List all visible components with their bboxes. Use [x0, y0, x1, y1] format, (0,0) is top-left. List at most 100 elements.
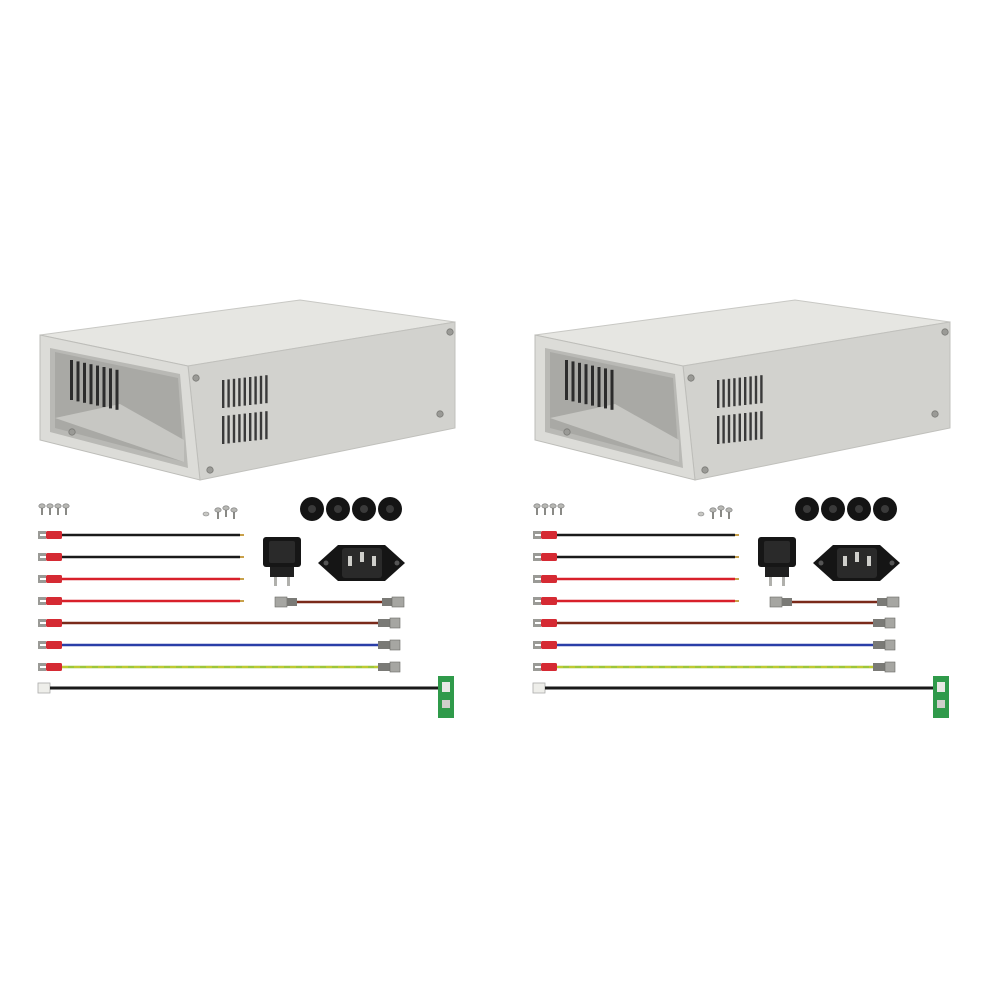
- fork-terminal: [533, 619, 541, 627]
- vent-slot: [259, 375, 263, 404]
- screw-dot: [68, 428, 76, 436]
- stripped-end: [735, 534, 739, 536]
- screw-shaft: [728, 510, 730, 519]
- red-sleeve: [46, 641, 62, 649]
- vent-slot: [727, 414, 731, 443]
- vent-slot: [76, 361, 80, 402]
- fork-wire: [533, 553, 739, 561]
- screw-shaft: [233, 510, 235, 519]
- fork-terminal: [38, 641, 46, 649]
- spade-terminal: [884, 661, 896, 673]
- screw-head: [230, 507, 238, 513]
- spade-crimp: [378, 619, 390, 627]
- spade-crimp: [873, 619, 885, 627]
- vent-slot: [597, 367, 601, 407]
- socket-pin: [372, 556, 376, 566]
- spade-terminal-wires: [274, 596, 405, 608]
- screw-dot: [192, 374, 200, 382]
- screw-shaft: [65, 506, 67, 515]
- stripped-end: [240, 578, 244, 580]
- vent-slot: [249, 377, 252, 405]
- fork-wire: [533, 617, 896, 629]
- fork-wire: [38, 553, 244, 561]
- spade-crimp: [382, 598, 392, 606]
- spade-crimp: [877, 598, 887, 606]
- red-sleeve: [46, 531, 62, 539]
- fork-terminal: [38, 531, 46, 539]
- vent-slot: [733, 378, 736, 407]
- kit-illustration: [37, 299, 456, 718]
- interior-vents: [70, 360, 119, 410]
- fork-wire: [38, 575, 244, 583]
- enclosure-screws: [68, 328, 454, 474]
- metal-enclosure: [39, 299, 456, 481]
- stripped-end: [240, 556, 244, 558]
- screw-dot: [206, 466, 214, 474]
- vent-slot: [760, 411, 763, 440]
- vent-slot: [578, 362, 581, 403]
- rubber-feet: [300, 497, 402, 521]
- screw-head: [214, 507, 222, 513]
- vent-slot: [749, 376, 752, 405]
- stripped-end: [735, 556, 739, 558]
- socket-pin: [867, 556, 871, 566]
- vent-slot: [760, 375, 763, 404]
- socket-pin: [843, 556, 847, 566]
- vent-slot: [265, 375, 268, 404]
- rubber-foot-hole: [881, 505, 889, 513]
- screw-head: [557, 503, 565, 509]
- rubber-foot-hole: [360, 505, 368, 513]
- red-sleeve: [46, 663, 62, 671]
- screw-dot: [436, 410, 444, 418]
- vent-slot: [254, 376, 257, 405]
- red-sleeve: [541, 553, 557, 561]
- vent-slot: [102, 367, 106, 407]
- rubber-foot-hole: [334, 505, 342, 513]
- fork-wire: [533, 639, 896, 651]
- kit-illustration: [532, 299, 951, 718]
- vent-slot: [249, 413, 252, 441]
- jst-connector: [37, 682, 51, 694]
- vent-slot: [749, 412, 752, 441]
- screw-dot: [687, 374, 695, 382]
- vent-slot: [744, 413, 747, 441]
- vent-slot: [232, 414, 236, 443]
- fork-terminal: [533, 531, 541, 539]
- fork-terminal: [38, 619, 46, 627]
- vent-slot: [727, 378, 731, 407]
- screw-head: [46, 503, 54, 509]
- screw-shaft: [712, 510, 714, 519]
- jst-connector: [532, 682, 546, 694]
- fork-terminal-wires: [38, 531, 401, 673]
- vent-slot: [227, 379, 230, 408]
- vent-slot: [243, 413, 246, 442]
- vent-slot: [754, 411, 758, 440]
- screw-head: [541, 503, 549, 509]
- switch-pin: [287, 577, 290, 586]
- spade-terminal: [389, 617, 401, 629]
- socket-face: [837, 548, 877, 578]
- spade-crimp: [782, 598, 792, 606]
- stripped-end: [735, 600, 739, 602]
- fork-terminal: [38, 575, 46, 583]
- spade-terminal: [886, 596, 900, 608]
- fork-wire: [38, 639, 401, 651]
- spade-terminal: [389, 639, 401, 651]
- vent-slot: [109, 368, 112, 409]
- vent-slot: [243, 377, 246, 406]
- spade-terminal: [274, 596, 288, 608]
- switch-rocker: [764, 541, 790, 563]
- fork-wire: [533, 597, 739, 605]
- screw-head: [38, 503, 46, 509]
- vent-slot: [96, 365, 99, 406]
- vent-slot: [89, 364, 93, 405]
- fork-wire: [38, 661, 401, 673]
- fork-terminal: [533, 641, 541, 649]
- vent-slot: [744, 377, 747, 405]
- vent-slot: [254, 412, 257, 441]
- screw-head: [725, 507, 733, 513]
- red-sleeve: [541, 531, 557, 539]
- pcb-connector: [937, 682, 945, 692]
- rubber-foot-hole: [829, 505, 837, 513]
- side-vents: [222, 375, 268, 444]
